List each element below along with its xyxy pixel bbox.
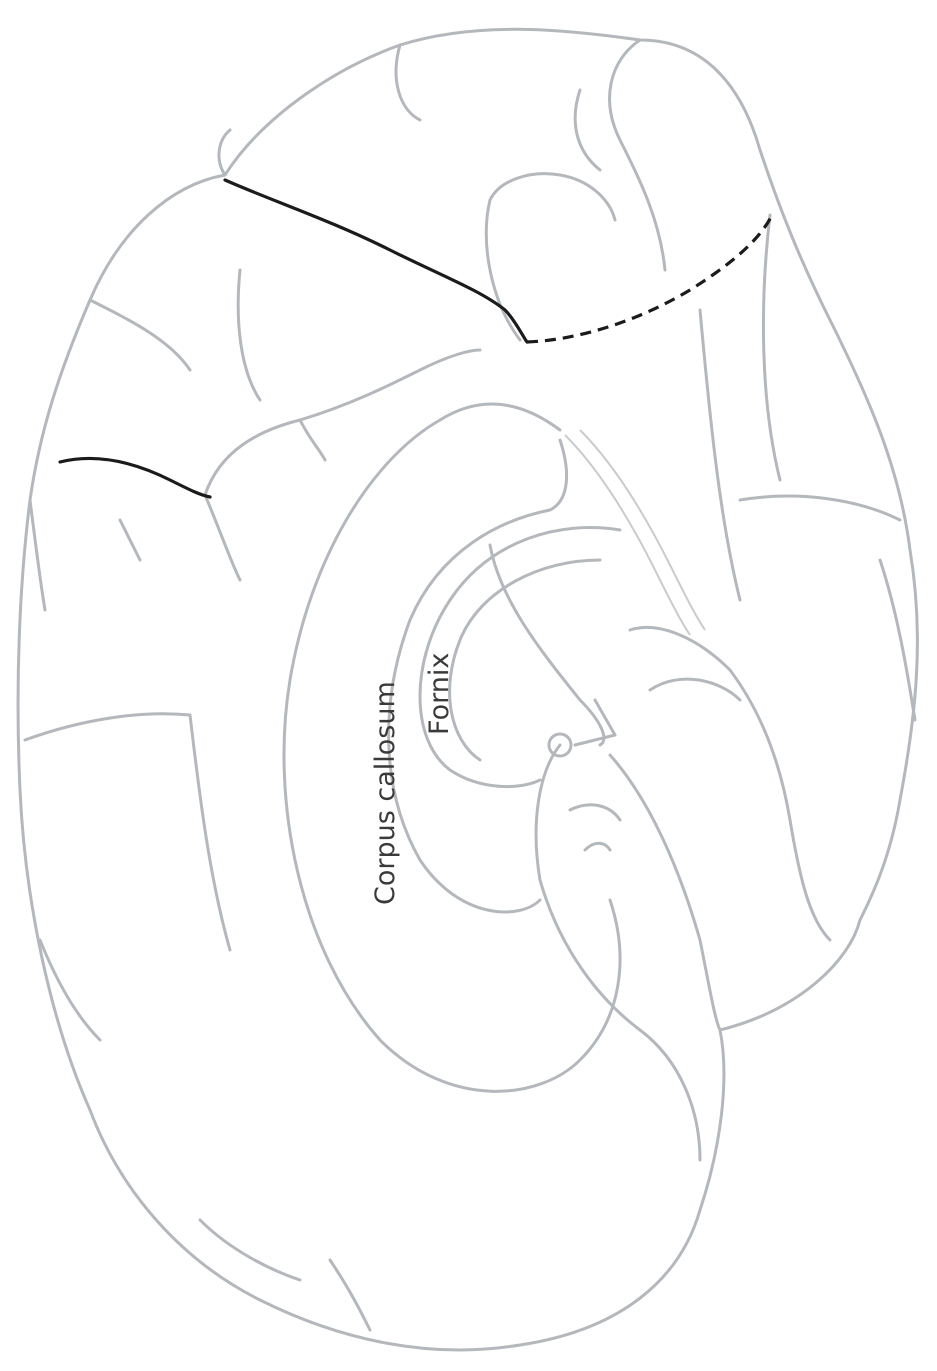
brainstem-outline: [610, 755, 720, 1030]
gyrus-line: [570, 805, 620, 820]
fornix-inner-outline: [450, 560, 600, 760]
parieto-occipital-boundary: [225, 180, 527, 342]
gyrus-line: [880, 560, 915, 720]
gyrus-line: [575, 90, 600, 170]
gyrus-line: [190, 715, 230, 950]
gyrus-line: [90, 300, 190, 370]
gyrus-line: [396, 45, 420, 120]
choroid-plexus: [565, 435, 690, 635]
gyrus-line: [740, 496, 900, 520]
midbrain-outline: [536, 745, 700, 1160]
gyrus-line: [330, 1260, 370, 1330]
occipital-lobe-outline: [630, 627, 830, 940]
gyrus-line: [763, 215, 780, 480]
optic-chiasm-outline: [575, 700, 615, 745]
corpus-callosum-label: Corpus callosum: [370, 681, 401, 905]
gyrus-line: [205, 495, 240, 580]
preoccipital-boundary: [60, 458, 210, 497]
gyrus-line: [25, 714, 190, 740]
gyrus-line: [238, 270, 260, 400]
corpus-callosum-outline: [389, 440, 567, 912]
gyrus-line: [650, 679, 740, 700]
gyrus-line: [610, 40, 665, 270]
gyrus-line: [585, 843, 610, 850]
gyrus-line: [486, 200, 520, 340]
thalamus-outline: [490, 545, 604, 745]
gyrus-line: [490, 174, 615, 220]
gyrus-line: [30, 500, 45, 610]
choroid-plexus: [580, 430, 705, 630]
calcarine-boundary-dashed: [527, 215, 772, 342]
hemisphere-outline: [18, 29, 917, 1350]
gyrus-line: [120, 520, 140, 560]
gyrus-line: [200, 1220, 300, 1280]
fornix-label: Fornix: [424, 653, 455, 735]
gyrus-line: [300, 420, 325, 460]
gyrus-line: [700, 310, 740, 600]
